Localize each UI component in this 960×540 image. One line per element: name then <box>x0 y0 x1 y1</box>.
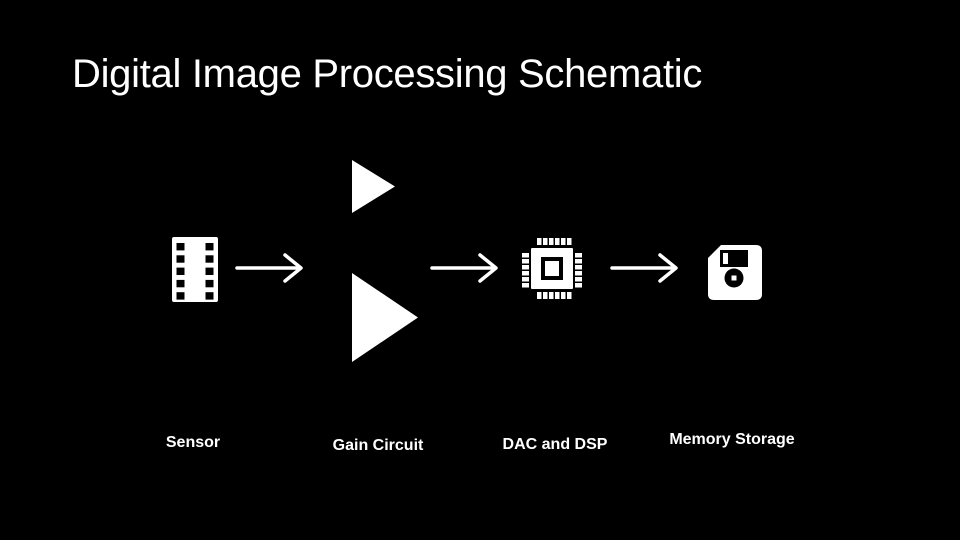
amplifier-triangle-small-icon <box>352 160 395 213</box>
right-arrow-icon <box>609 252 681 284</box>
stage-label-dac-and-dsp: DAC and DSP <box>502 436 608 453</box>
right-arrow-icon <box>234 252 306 284</box>
page-title: Digital Image Processing Schematic <box>72 52 703 96</box>
stage-label-gain-circuit: Gain Circuit <box>332 437 424 454</box>
amplifier-triangle-large-icon <box>352 273 418 362</box>
stage-label-memory-storage: Memory Storage <box>669 431 795 448</box>
floppy-disk-icon <box>708 245 762 300</box>
microchip-icon <box>522 238 582 299</box>
film-strip-icon <box>172 237 218 302</box>
stage-label-sensor: Sensor <box>165 434 221 451</box>
right-arrow-icon <box>429 252 501 284</box>
